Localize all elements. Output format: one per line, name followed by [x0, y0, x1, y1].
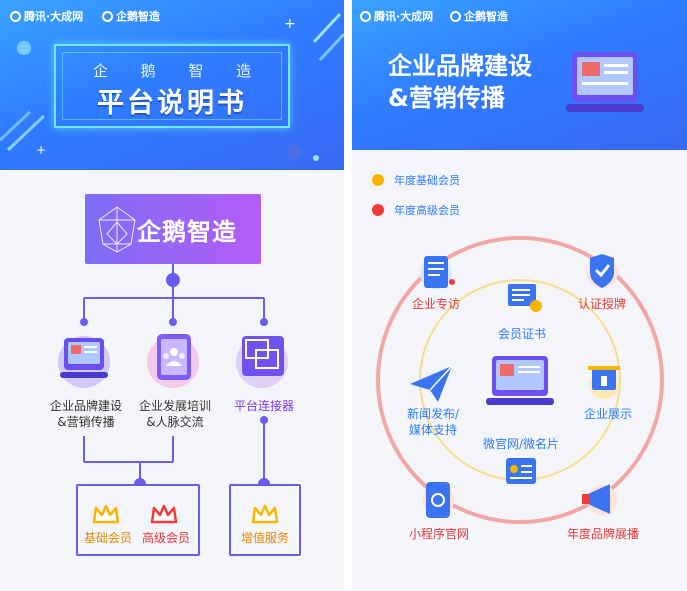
node-auth-label: 认证授牌: [577, 297, 626, 311]
tencent-logo: 腾讯·大成网: [360, 8, 433, 24]
header-decoration: + +: [0, 12, 344, 161]
svg-text:+: +: [284, 16, 296, 32]
node-micro-label: 微官网/微名片: [482, 437, 560, 451]
legend-advanced: 年度高级会员: [372, 202, 460, 218]
module-connector-label: 平台连接器: [233, 399, 294, 413]
megaphone-icon: [582, 484, 617, 515]
node-annual-label: 年度品牌展播: [566, 527, 639, 541]
legend-dot: [372, 174, 384, 186]
node-visit-label: 企业专访: [411, 297, 460, 311]
node-news-label: 新闻发布/ 媒体支持: [406, 407, 460, 437]
display-signboard-icon: [588, 366, 620, 399]
monitor-icon: [58, 336, 110, 388]
right-header-banner: 腾讯·大成网 企鹅智造 企业品牌建设 &营销传播: [352, 0, 687, 150]
news-paper-plane-icon: [410, 365, 453, 402]
left-panel: 腾讯·大成网 企鹅智造 + + 企 鹅 智 造 平台说明书 企鹅智造: [0, 0, 344, 591]
red-crown-icon: [150, 504, 178, 524]
penguin-logo-icon: [450, 11, 461, 22]
monitor-icon: [566, 52, 644, 112]
right-header-title: 企业品牌建设 &营销传播: [388, 52, 532, 112]
tencent-logo-icon: [360, 11, 371, 22]
right-panel: 腾讯·大成网 企鹅智造 企业品牌建设 &营销传播 年度基础会员 年度高级会员: [352, 0, 687, 591]
contact-card-icon: [506, 458, 536, 484]
connector-windows-icon: [236, 336, 288, 388]
legend-basic: 年度基础会员: [372, 172, 460, 188]
tier-value-label: 增值服务: [240, 531, 289, 545]
tier-basic-label: 基础会员: [83, 531, 132, 545]
interview-clipboard-icon: [420, 256, 455, 289]
center-monitor-icon: [486, 356, 554, 405]
module-training-label: 企业发展培训 &人脉交流: [138, 399, 211, 429]
mini-program-phone-icon: [422, 482, 454, 518]
qp-logo: 企鹅智造: [450, 8, 508, 24]
node-mini-label: 小程序官网: [408, 527, 469, 541]
svg-text:+: +: [36, 143, 46, 157]
tencent-logo: 腾讯·大成网: [10, 8, 83, 24]
node-display-label: 企业展示: [583, 407, 632, 421]
header-subtitle: 企 鹅 智 造: [92, 62, 266, 80]
member-certificate-icon: [508, 284, 542, 312]
penguin-wireframe-icon: [98, 206, 136, 253]
gold-crown-icon: [92, 504, 120, 524]
brand-block: 企鹅智造: [85, 194, 261, 264]
tier-advanced-label: 高级会员: [141, 531, 190, 545]
tencent-logo-icon: [10, 11, 21, 22]
module-brand-label: 企业品牌建设 &营销传播: [49, 399, 122, 429]
left-header-banner: 腾讯·大成网 企鹅智造 + + 企 鹅 智 造 平台说明书: [0, 0, 344, 170]
training-people-icon: [147, 334, 199, 388]
ring-diagram: [376, 236, 664, 524]
title-frame: 企 鹅 智 造 平台说明书: [54, 44, 290, 128]
brand-text: 企鹅智造: [137, 218, 237, 246]
gold-crown-icon: [251, 504, 279, 524]
qp-logo: 企鹅智造: [102, 8, 160, 24]
legend-dot: [372, 204, 384, 216]
node-cert-label: 会员证书: [497, 327, 546, 341]
header-title: 平台说明书: [97, 88, 247, 119]
certified-shield-icon: [586, 254, 618, 288]
penguin-logo-icon: [102, 11, 113, 22]
